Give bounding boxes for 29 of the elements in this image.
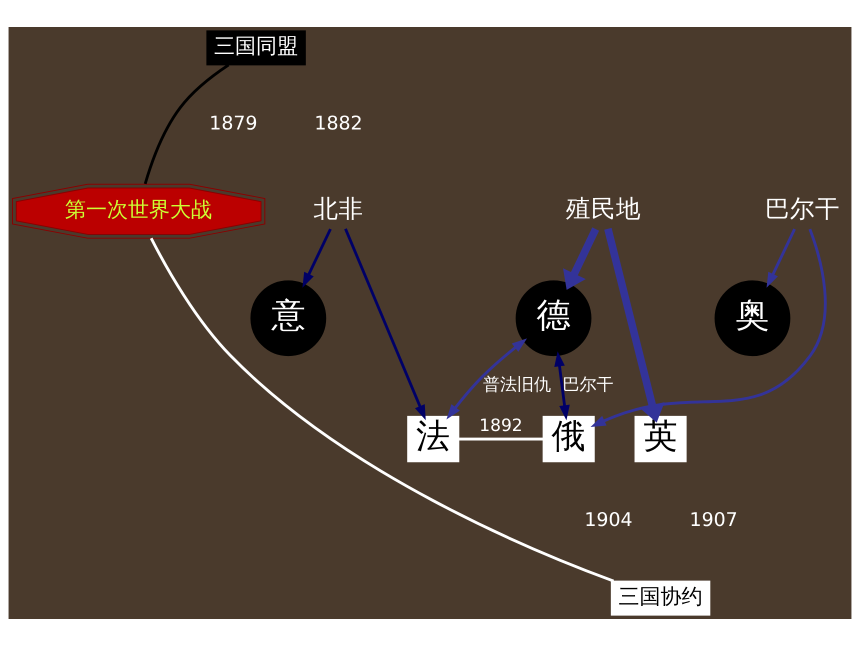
arrow: [604, 227, 665, 422]
label: 1879: [209, 112, 258, 134]
label: 1904: [584, 508, 633, 531]
node-box: 三国协约: [610, 580, 710, 616]
arrow: [563, 226, 600, 290]
connector: [459, 437, 543, 440]
arrow: [766, 228, 796, 288]
node-circle: 奥: [714, 280, 790, 356]
edge-label: 巴尔干: [562, 374, 614, 395]
edge-label: 普法旧仇: [483, 374, 552, 395]
connector: [144, 63, 230, 184]
node-circle: 德: [516, 280, 592, 356]
node-text: 北非: [314, 194, 364, 223]
arrow: [302, 228, 332, 288]
node-box: 英: [634, 415, 687, 462]
arrow: [344, 228, 426, 420]
node-text: 巴尔干: [765, 194, 840, 223]
connector: [150, 237, 614, 582]
label: 1882: [314, 112, 363, 134]
arrow: [590, 228, 827, 426]
arrow: [554, 350, 570, 420]
node-box: 法: [407, 415, 460, 462]
node-box: 俄: [542, 415, 595, 462]
node-box: 三国同盟: [206, 30, 306, 65]
node-text: 殖民地: [566, 194, 642, 223]
label: 1907: [690, 508, 738, 531]
arrow: [446, 338, 528, 419]
node-circle: 意: [250, 280, 326, 356]
edge-label: 1892: [479, 415, 523, 436]
